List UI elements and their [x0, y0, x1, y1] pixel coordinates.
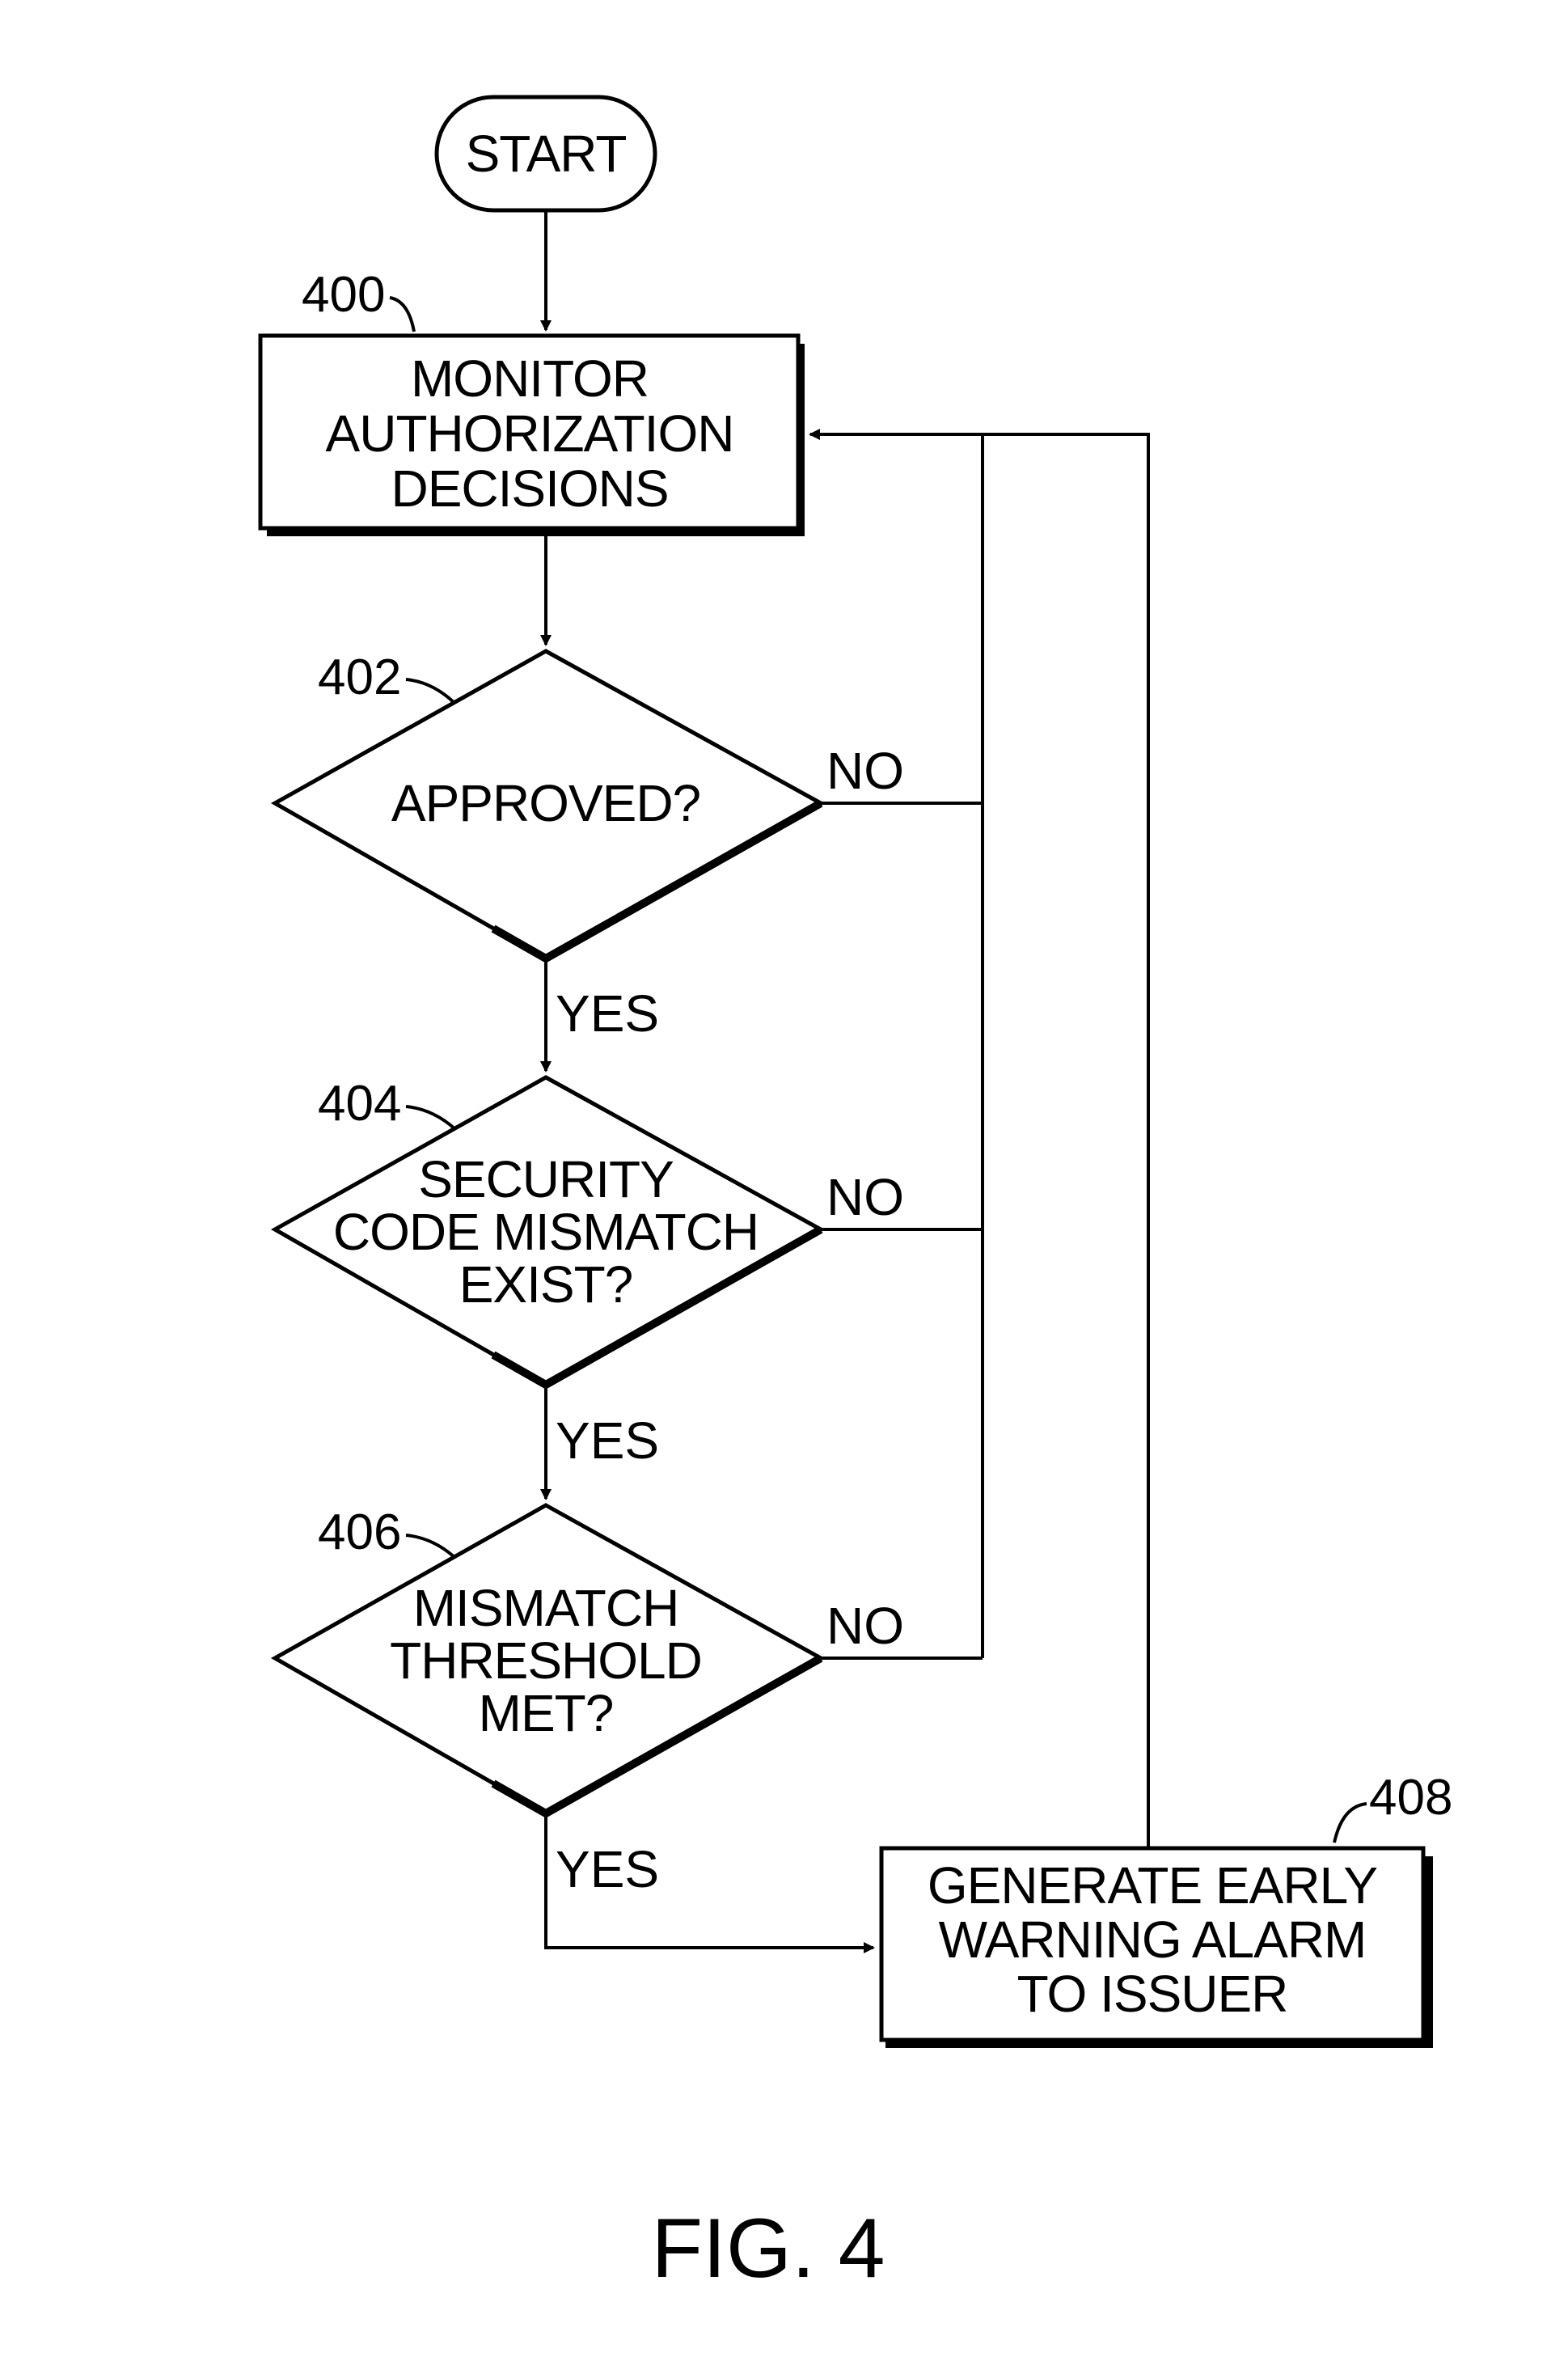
monitor-ref: 400 [302, 267, 414, 332]
start-label: START [466, 125, 627, 183]
approved-ref-number: 402 [318, 650, 401, 705]
loop-back-no-branches [810, 434, 983, 1658]
alarm-node: GENERATE EARLY WARNING ALARM TO ISSUER [881, 1848, 1433, 2047]
alarm-label-line-1: GENERATE EARLY [928, 1856, 1378, 1915]
threshold-label-line-3: MET? [479, 1684, 614, 1742]
start-node: START [437, 97, 655, 210]
alarm-label-line-2: WARNING ALARM [939, 1910, 1367, 1969]
mismatch-exist-ref: 404 [318, 1076, 455, 1132]
mismatch-exist-label-line-1: SECURITY [418, 1150, 674, 1208]
threshold-ref: 406 [318, 1504, 455, 1560]
monitor-label-line-1: MONITOR [411, 349, 649, 408]
threshold-no-label: NO [826, 1597, 904, 1655]
threshold-yes-label: YES [556, 1840, 659, 1898]
mismatch-exist-label-line-2: CODE MISMATCH [333, 1203, 759, 1261]
mismatch-exist-label-line-3: EXIST? [459, 1255, 633, 1314]
approved-yes-label: YES [556, 984, 659, 1043]
threshold-label-line-2: THRESHOLD [390, 1631, 702, 1690]
mismatch-no-label: NO [826, 1168, 904, 1226]
figure-label: FIG. 4 [652, 2202, 885, 2295]
approved-no-label: NO [826, 742, 904, 800]
approved-label: APPROVED? [391, 774, 700, 832]
monitor-label-line-3: DECISIONS [391, 459, 668, 518]
mismatch-exist-ref-number: 404 [318, 1076, 401, 1132]
mismatch-yes-label: YES [556, 1411, 659, 1470]
monitor-label-line-2: AUTHORIZATION [326, 404, 734, 463]
approved-ref: 402 [318, 650, 455, 705]
monitor-node: MONITOR AUTHORIZATION DECISIONS [260, 336, 805, 535]
alarm-label-line-3: TO ISSUER [1017, 1965, 1288, 2023]
alarm-ref-number: 408 [1369, 1770, 1452, 1826]
threshold-label-line-1: MISMATCH [413, 1579, 679, 1637]
monitor-ref-number: 400 [302, 267, 385, 323]
threshold-ref-number: 406 [318, 1504, 401, 1560]
loop-back-from-alarm [983, 434, 1148, 1848]
alarm-ref: 408 [1334, 1770, 1452, 1843]
